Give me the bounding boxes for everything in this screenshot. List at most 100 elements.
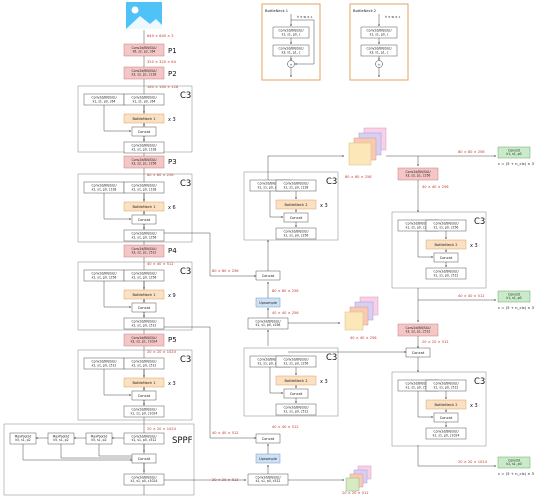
c3-repeat: x 3 (470, 243, 478, 249)
c3-frame (77, 173, 193, 243)
bottleneck-add-node (287, 60, 295, 68)
p3-dim: 80 × 80 × 256 (147, 173, 174, 177)
c3-title: C3 (474, 217, 485, 227)
head-down1-dim: 40 × 40 × 256 (422, 185, 449, 189)
bottleneck-add-node (375, 60, 383, 68)
c3-out-conv (425, 267, 467, 280)
p4-label: P4 (168, 247, 177, 255)
c3-repeat: x 3 (168, 381, 176, 387)
input-image-icon (126, 2, 162, 29)
c3-title: C3 (180, 355, 191, 365)
bottleneck-dim: h × w × c (385, 15, 401, 19)
c3-bottleneck-text: BottleNeck 1 (132, 205, 155, 209)
c3-concat-text: Concat (138, 306, 151, 310)
c3-frame (77, 261, 193, 331)
feature-40-dim: 40 × 40 × 256 (350, 336, 377, 340)
c3-repeat: x 3 (320, 379, 328, 385)
c3-frame (243, 347, 339, 417)
c3-frame (391, 211, 487, 289)
c3-title: C3 (180, 267, 191, 277)
c3-repeat: x 3 (470, 403, 478, 409)
feature-map-20 (345, 465, 372, 492)
head-concat-text: Concat (412, 351, 425, 355)
c3-out-conv (123, 141, 165, 154)
feature-20-dim: 20 × 20 × 512 (342, 491, 369, 495)
bottleneck-dim: h × w × c (297, 15, 313, 19)
bottleneck-title: BottleNeck 1 (265, 9, 288, 13)
neck-mid-dim: 40 × 40 × 256 (272, 311, 299, 315)
c3-bottleneck-text: BottleNeck 2 (284, 203, 307, 207)
p2-dim: 160 × 160 × 128 (147, 85, 179, 89)
neck-concat-2-text: Concat (262, 274, 275, 278)
c3-concat-text: Concat (440, 256, 453, 260)
head-3-eq: c = (5 + n_cls) × 3 (498, 471, 535, 476)
head-2-conv (497, 290, 531, 303)
p5-label: P5 (168, 336, 177, 344)
neck-top-dim: 80 × 80 × 256 (345, 175, 372, 179)
c3-out-conv (425, 427, 467, 440)
sppf-concat-text: Concat (138, 457, 151, 461)
neck-upsample-1-text: Upsample (259, 457, 278, 461)
c3-concat-text: Concat (138, 130, 151, 134)
c3-bottleneck-text: BottleNeck 2 (434, 243, 457, 247)
c3-out-conv (275, 403, 317, 416)
input-dim: 640 × 640 × 3 (147, 34, 174, 38)
c3-bottleneck-text: BottleNeck 2 (434, 403, 457, 407)
c3-repeat: x 3 (168, 117, 176, 123)
c3-title: C3 (180, 179, 191, 189)
c3-out-conv (123, 405, 165, 418)
neck-up1-out-dim: 40 × 40 × 512 (272, 425, 299, 429)
bottleneck-plus: + (289, 63, 292, 67)
c3-concat-text: Concat (138, 394, 151, 398)
head-3-conv (497, 456, 531, 469)
c3-bottleneck-text: BottleNeck 2 (284, 379, 307, 383)
c3-repeat: x 3 (320, 203, 328, 209)
neck-up2-out-dim: 80 × 80 × 256 (272, 289, 299, 293)
head-2-eq: c = (5 + n_cls) × 3 (498, 305, 535, 310)
bottleneck-frame (349, 3, 409, 81)
p3-label: P3 (168, 158, 177, 166)
p2-label: P2 (168, 70, 177, 78)
bottleneck-plus: + (377, 63, 380, 67)
sppf-title: SPPF (172, 436, 193, 446)
